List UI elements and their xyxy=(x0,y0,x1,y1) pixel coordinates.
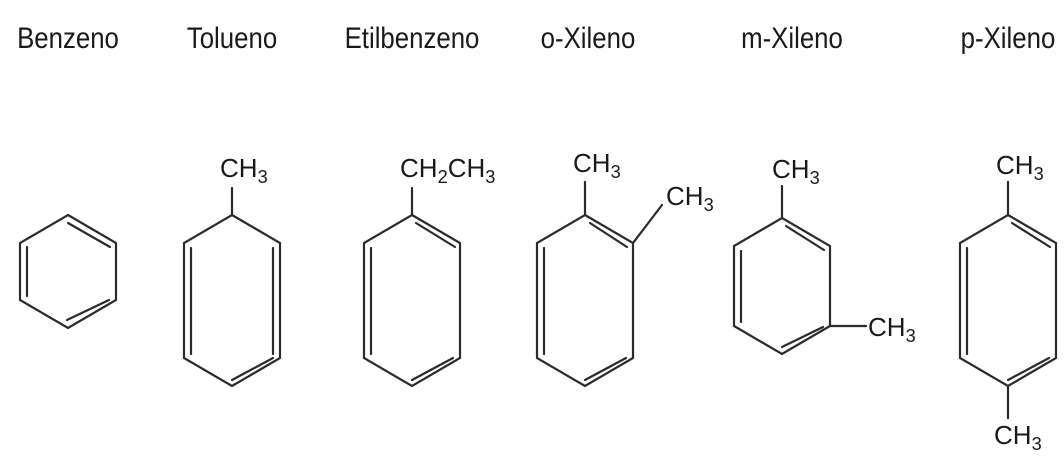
tolueno-methyl-label: CH3 xyxy=(220,153,268,187)
tolueno-ring xyxy=(182,186,282,388)
p-xileno-ring xyxy=(958,180,1058,420)
title-tolueno: Tolueno xyxy=(187,21,277,54)
title-o-xileno: o-Xileno xyxy=(541,21,636,54)
p-xileno-methyl-label-2: CH3 xyxy=(994,420,1042,454)
m-xileno-methyl-label-1: CH3 xyxy=(772,154,820,188)
etilbenzeno-ethyl-label: CH2CH3 xyxy=(400,153,495,187)
o-xileno-methyl-label-2: CH3 xyxy=(666,181,714,215)
p-xileno-methyl-label-1: CH3 xyxy=(996,150,1044,184)
benzeno-ring xyxy=(18,213,118,330)
title-m-xileno: m-Xileno xyxy=(741,21,843,54)
o-xileno-ring xyxy=(535,180,664,388)
o-xileno-methyl-label-1: CH3 xyxy=(573,148,621,182)
etilbenzeno-ring xyxy=(362,186,462,388)
title-benzeno: Benzeno xyxy=(17,21,119,54)
m-xileno-methyl-label-2: CH3 xyxy=(868,312,916,346)
title-etilbenzeno: Etilbenzeno xyxy=(345,21,480,54)
title-p-xileno: p-Xileno xyxy=(961,21,1056,54)
m-xileno-ring xyxy=(732,184,868,356)
